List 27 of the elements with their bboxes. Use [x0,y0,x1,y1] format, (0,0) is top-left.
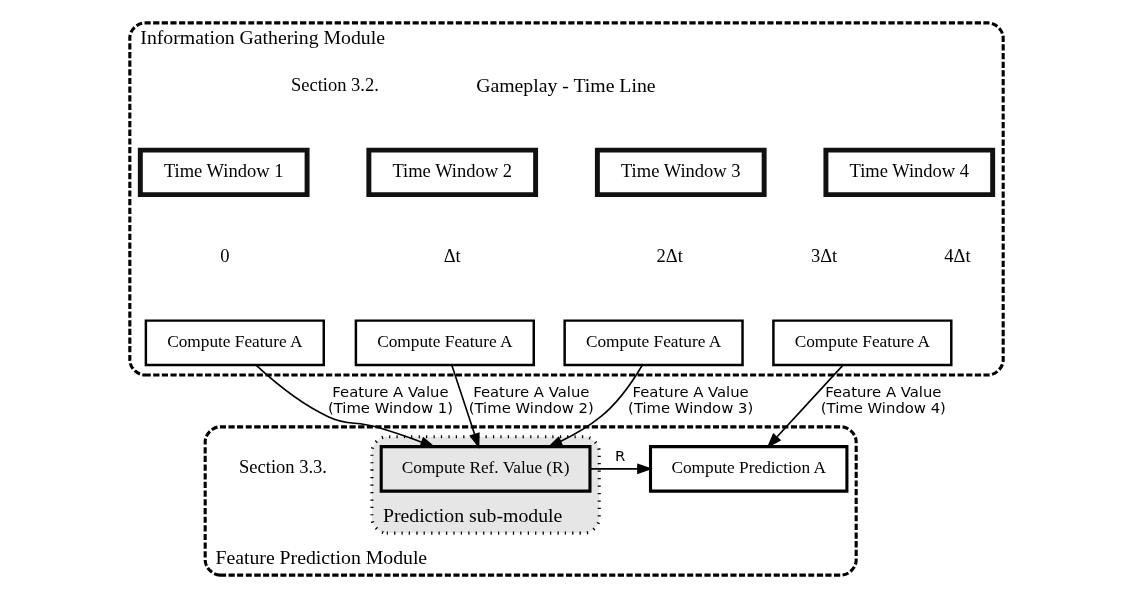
arrow [255,364,436,448]
label: 0 [220,244,230,266]
label: 4Δt [944,244,971,266]
edge-label: Feature A Value (Time Window 4) [820,382,946,416]
label: 2Δt [656,244,683,266]
edge-label: Feature A Value (Time Window 2) [468,382,594,416]
node-label: Section 3.2. [290,74,379,96]
arrow [451,364,480,449]
label: Time Window 4 [849,159,970,181]
label: Time Window 2 [392,159,513,181]
label: Time Window 3 [620,159,741,181]
node-box: Compute Feature A [354,319,535,367]
edge-label: Feature A Value (Time Window 1) [327,382,453,416]
node-box: Compute Feature A [772,319,953,367]
node-label: Section 3.3. [239,456,327,478]
label: Gameplay - Time Line [476,73,656,96]
label: Time Window 1 [163,159,284,181]
node-box: Compute Ref. Value (R) [379,445,592,493]
node-box: Compute Feature A [144,319,325,367]
edge-label: Feature A Value (Time Window 3) [628,382,754,416]
edge-label: R [615,446,626,464]
arrow [766,364,844,449]
node-box: Compute Prediction A [648,445,849,493]
label: Δt [443,244,461,266]
arrow [589,463,653,475]
node-box: Compute Feature A [563,319,744,367]
label: 3Δt [810,244,838,266]
